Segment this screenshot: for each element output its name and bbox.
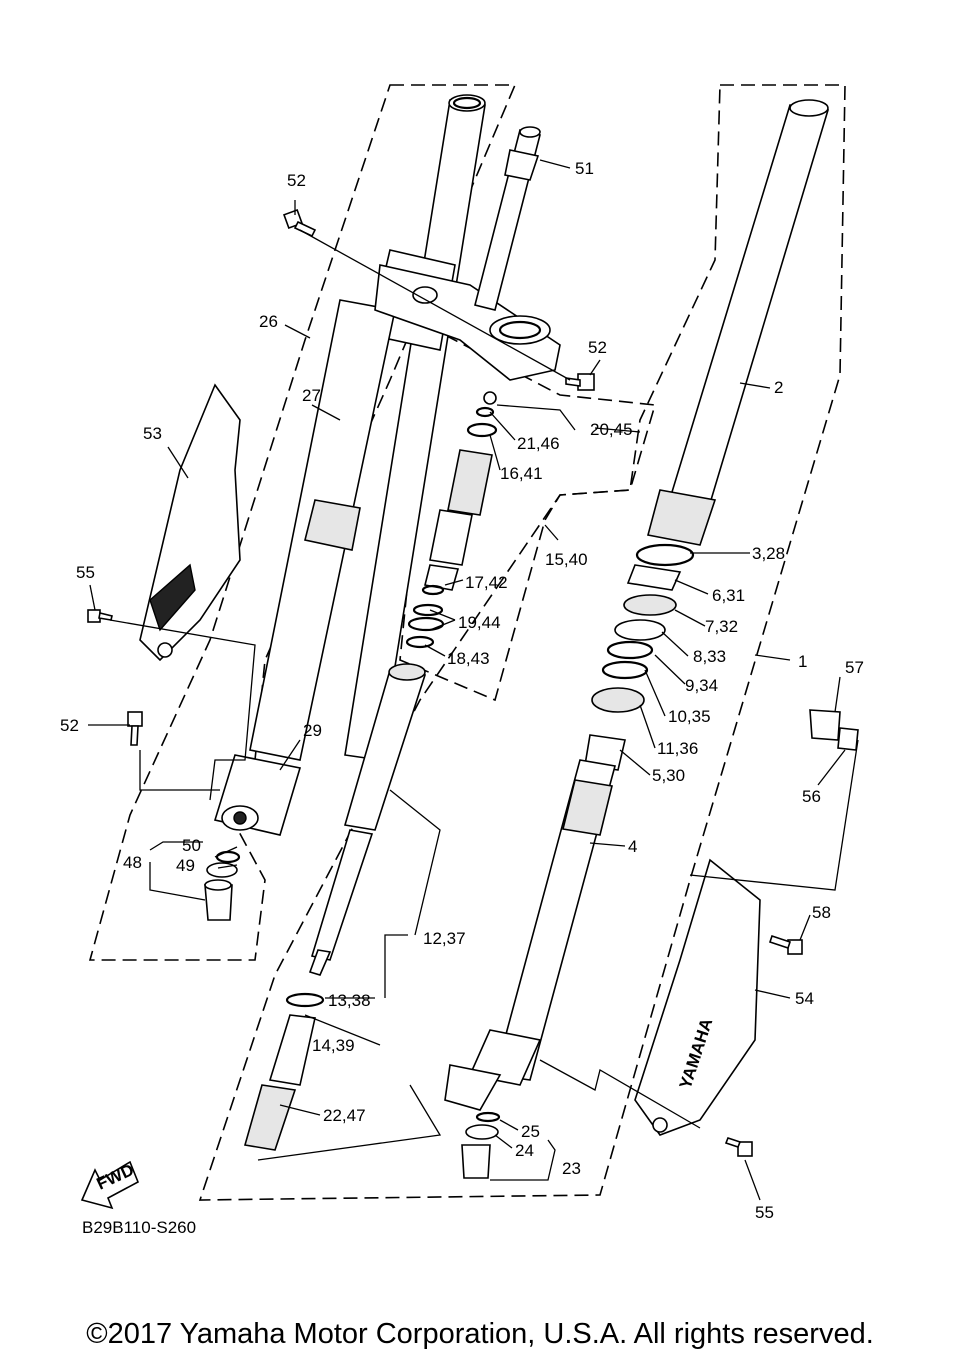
screw-55-right <box>724 1137 753 1157</box>
damper-cartridge <box>405 391 498 649</box>
callout-3-28: 3,28 <box>752 544 785 563</box>
callout-2: 2 <box>774 378 783 397</box>
left-axle-holder-parts <box>204 850 241 921</box>
callout-15-40: 15,40 <box>545 550 588 569</box>
bolt-58 <box>768 934 803 955</box>
callout-14-39: 14,39 <box>312 1036 355 1055</box>
callout-50: 50 <box>182 836 201 855</box>
fork-guard-left <box>139 383 241 662</box>
callout-27: 27 <box>302 386 321 405</box>
callout-55: 55 <box>755 1203 774 1222</box>
callout-10-35: 10,35 <box>668 707 711 726</box>
lower-springs <box>243 992 325 1151</box>
callout-13-38: 13,38 <box>328 991 371 1010</box>
callout-21-46: 21,46 <box>517 434 560 453</box>
callout-24: 24 <box>515 1141 534 1160</box>
assembly-boundary-1 <box>198 84 846 1201</box>
callout-53: 53 <box>143 424 162 443</box>
right-fork-seals <box>584 543 695 771</box>
callout-4: 4 <box>628 837 637 856</box>
callout-17-42: 17,42 <box>465 573 508 592</box>
callout-9-34: 9,34 <box>685 676 718 695</box>
callout-56: 56 <box>802 787 821 806</box>
callout-52: 52 <box>60 716 79 735</box>
callout-54: 54 <box>795 989 814 1008</box>
callout-20-45: 20,45 <box>590 420 633 439</box>
bracket-56-57 <box>809 709 859 751</box>
callout-49: 49 <box>176 856 195 875</box>
right-axle-holder-parts <box>461 1111 501 1179</box>
fwd-arrow-icon: FWD <box>80 1160 140 1210</box>
callout-11-36: 11,36 <box>657 739 698 758</box>
callout-48: 48 <box>123 853 142 872</box>
callout-16-41: 16,41 <box>500 464 543 483</box>
right-fork-tube <box>647 99 830 546</box>
left-fork-outer-tube <box>213 299 396 836</box>
diagram-code: B29B110-S260 <box>82 1218 197 1237</box>
copyright-notice: ©2017 Yamaha Motor Corporation, U.S.A. A… <box>86 1318 874 1350</box>
callout-7-32: 7,32 <box>705 617 738 636</box>
steering-stem <box>474 126 541 311</box>
callout-55: 55 <box>76 563 95 582</box>
callout-labels: 51 52 52 26 27 53 55 52 29 50 48 49 21,4… <box>60 159 864 1222</box>
screw-55-left <box>87 609 113 623</box>
callout-29: 29 <box>303 721 322 740</box>
bolt-52-right <box>565 373 595 391</box>
callout-6-31: 6,31 <box>712 586 745 605</box>
bolt-52-upper <box>283 209 317 238</box>
callout-57: 57 <box>845 658 864 677</box>
callout-25: 25 <box>521 1122 540 1141</box>
callout-1: 1 <box>798 652 807 671</box>
callout-5-30: 5,30 <box>652 766 685 785</box>
bolt-52-lower <box>127 711 143 746</box>
assembly-boundary-15-40 <box>399 333 657 702</box>
callout-8-33: 8,33 <box>693 647 726 666</box>
callout-51: 51 <box>575 159 594 178</box>
callout-26: 26 <box>259 312 278 331</box>
callout-52: 52 <box>588 338 607 357</box>
inner-rod-assembly <box>308 663 427 976</box>
leader-lines <box>88 159 859 1201</box>
callout-52: 52 <box>287 171 306 190</box>
callout-19-44: 19,44 <box>458 613 501 632</box>
fork-guard-right: YAMAHA <box>634 858 761 1136</box>
callout-18-43: 18,43 <box>447 649 490 668</box>
callout-12-37: 12,37 <box>423 929 466 948</box>
right-outer-tube <box>444 759 617 1111</box>
callout-23: 23 <box>562 1159 581 1178</box>
callout-58: 58 <box>812 903 831 922</box>
callout-22-47: 22,47 <box>323 1106 366 1125</box>
